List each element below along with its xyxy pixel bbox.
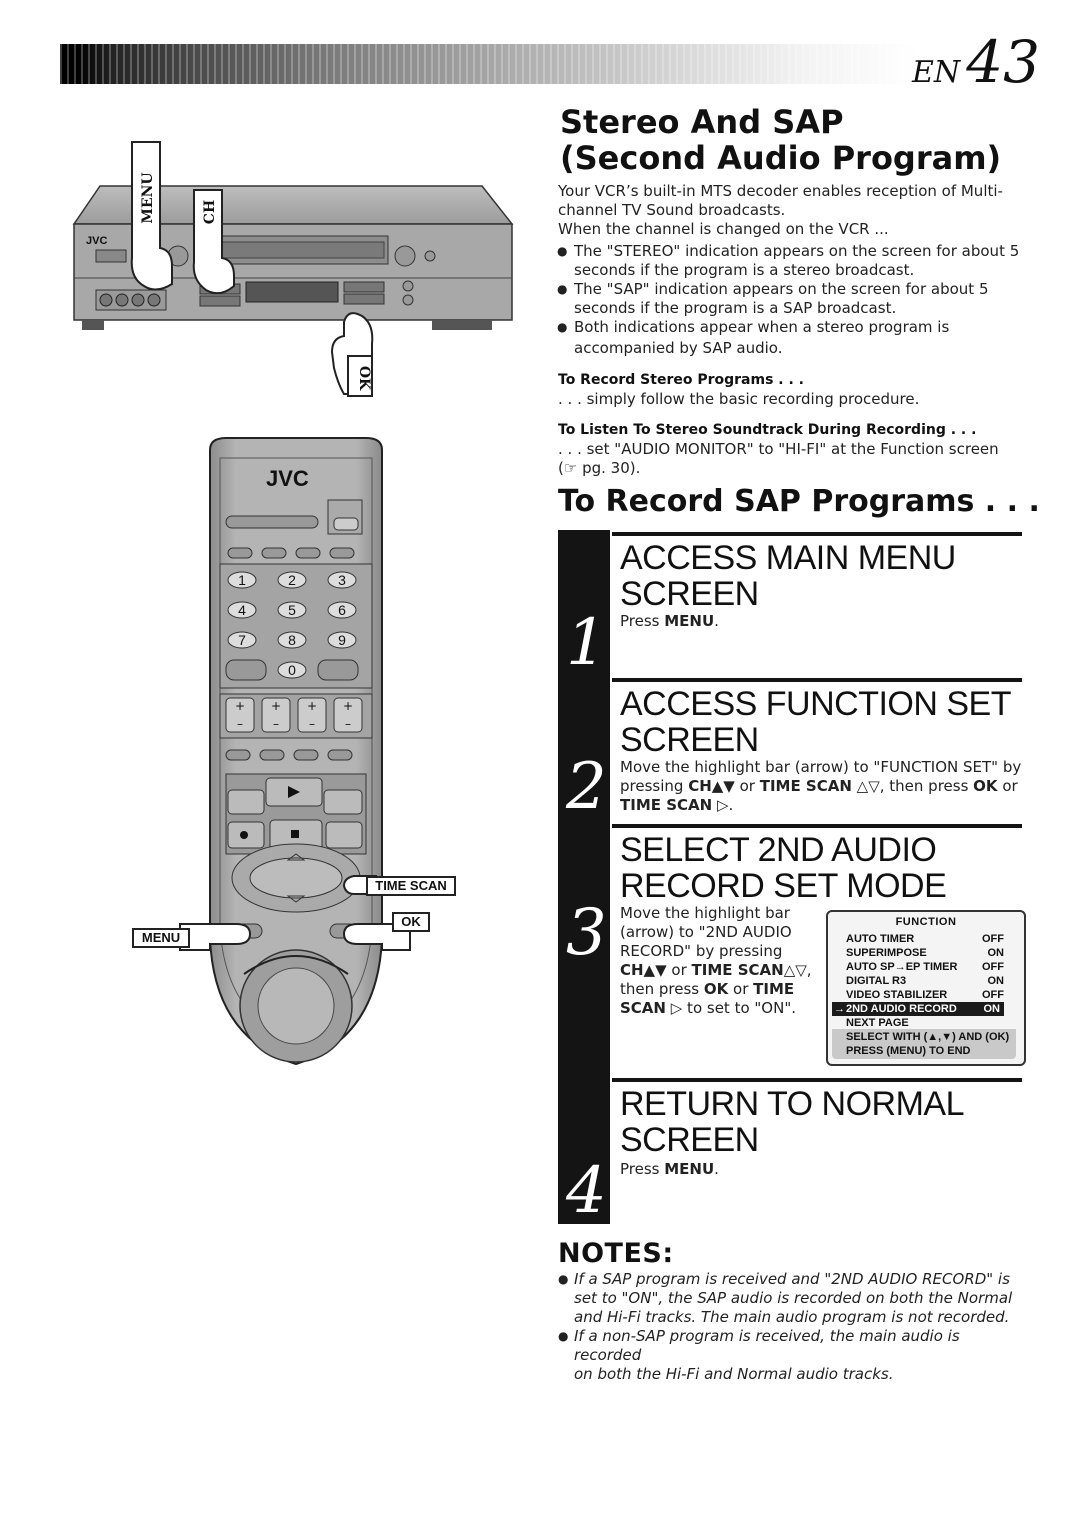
svg-text:+: + [343, 699, 353, 713]
osd-footer: SELECT WITH (▲,▼) AND (OK) PRESS (MENU) … [832, 1029, 1016, 1059]
ch-finger-label: CH [202, 200, 218, 224]
key-8: 8 [288, 632, 296, 648]
step-4-rule [612, 1078, 1022, 1082]
step-2-rule [612, 678, 1022, 682]
time-scan-callout: TIME SCAN [366, 876, 456, 896]
svg-text:+: + [271, 699, 281, 713]
ok-callout: OK [392, 912, 430, 932]
step-3-rule [612, 824, 1022, 828]
ch-finger-icon: CH [192, 189, 235, 295]
ok-finger-label: OK [356, 366, 372, 391]
osd-row: NEXT PAGE [846, 1017, 909, 1029]
key-9: 9 [338, 632, 346, 648]
vcr-brand-logo: JVC [86, 235, 107, 247]
osd-title: FUNCTION [895, 916, 957, 928]
intro-line-1: Your VCR’s built-in MTS decoder enables … [558, 182, 1003, 200]
bullet-sap: ●The "SAP" indication appears on the scr… [557, 280, 989, 317]
sap-section-heading: To Record SAP Programs . . . [558, 484, 1040, 519]
remote-menu-hand-icon [179, 923, 252, 951]
intro-line-2: channel TV Sound broadcasts. [558, 201, 786, 219]
step-1-text: Press MENU. [620, 612, 719, 630]
key-5: 5 [288, 602, 296, 618]
key-3: 3 [338, 572, 346, 588]
key-0: 0 [288, 662, 296, 678]
key-2: 2 [288, 572, 296, 588]
step-3-number: 3 [566, 896, 607, 970]
menu-callout: MENU [132, 928, 190, 948]
page-number-value: 43 [966, 28, 1040, 96]
svg-text:+: + [235, 699, 245, 713]
step-2-number: 2 [566, 750, 607, 824]
step-2-text: Move the highlight bar (arrow) to "FUNCT… [620, 758, 1022, 814]
note-item: ● If a SAP program is received and "2ND … [558, 1270, 1013, 1326]
bullet-both: ●Both indications appear when a stereo p… [557, 318, 950, 357]
step-3-text: Move the highlight bar (arrow) to "2ND A… [620, 904, 812, 1017]
ok-finger-icon: OK [330, 312, 374, 397]
step-4-number: 4 [566, 1154, 607, 1228]
menu-finger-icon: MENU [130, 141, 173, 291]
listen-stereo-text: . . . set "AUDIO MONITOR" to "HI-FI" at … [558, 440, 999, 477]
key-6: 6 [338, 602, 346, 618]
page-title: Stereo And SAP (Second Audio Program) [560, 104, 1030, 176]
page-title-line2: (Second Audio Program) [560, 139, 1002, 177]
key-4: 4 [238, 602, 246, 618]
language-code: EN [912, 55, 961, 90]
remote-brand-logo: JVC [266, 466, 309, 491]
vcr-remote-illustration: JVC MENU CH OK JVC [72, 141, 514, 1066]
key-1: 1 [238, 572, 246, 588]
svg-text:+: + [307, 699, 317, 713]
key-7: 7 [238, 632, 246, 648]
intro-text: Your VCR’s built-in MTS decoder enables … [558, 182, 1028, 239]
step-sidebar [558, 530, 610, 1224]
step-1-number: 1 [566, 606, 607, 680]
step-1-rule [612, 532, 1022, 536]
svg-text:–: – [309, 717, 315, 731]
menu-finger-label: MENU [140, 172, 156, 223]
bullet-stereo: ●The "STEREO" indication appears on the … [557, 242, 1020, 279]
notes-heading: NOTES: [558, 1238, 674, 1269]
arrow-right-icon: → [834, 1003, 845, 1015]
note-item: ● If a non-SAP program is received, the … [558, 1327, 960, 1383]
record-stereo-heading: To Record Stereo Programs . . . [558, 372, 804, 388]
record-stereo-text: . . . simply follow the basic recording … [558, 390, 920, 408]
remote-control: JVC 1 2 3 4 5 6 7 8 9 0 [209, 437, 383, 1066]
intro-line-3: When the channel is changed on the VCR .… [558, 220, 889, 238]
header-gradient-bar [60, 44, 918, 84]
svg-text:–: – [237, 717, 243, 731]
page-title-line1: Stereo And SAP [560, 103, 844, 141]
step-4-text: Press MENU. [620, 1160, 719, 1178]
listen-stereo-heading: To Listen To Stereo Soundtrack During Re… [558, 422, 977, 438]
svg-text:–: – [273, 717, 279, 731]
svg-text:–: – [345, 717, 351, 731]
